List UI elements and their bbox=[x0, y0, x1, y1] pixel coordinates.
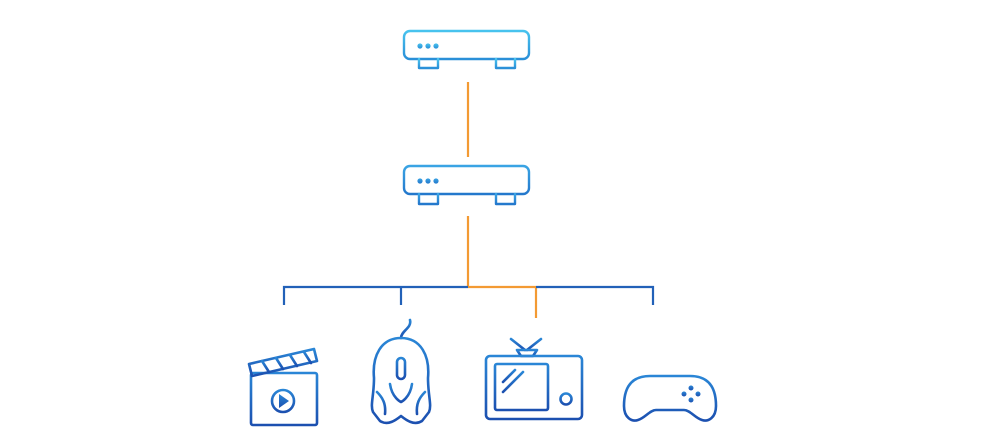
gamepad-icon bbox=[622, 374, 718, 422]
clapperboard-play-icon bbox=[247, 347, 319, 427]
link-bus-left bbox=[282, 285, 468, 305]
modem-icon bbox=[402, 164, 531, 206]
tv-icon bbox=[484, 337, 584, 428]
link-bus-right bbox=[536, 285, 655, 305]
wifi-router-icon bbox=[402, 7, 531, 70]
links bbox=[282, 82, 655, 318]
gaming-mouse-icon bbox=[370, 318, 432, 425]
